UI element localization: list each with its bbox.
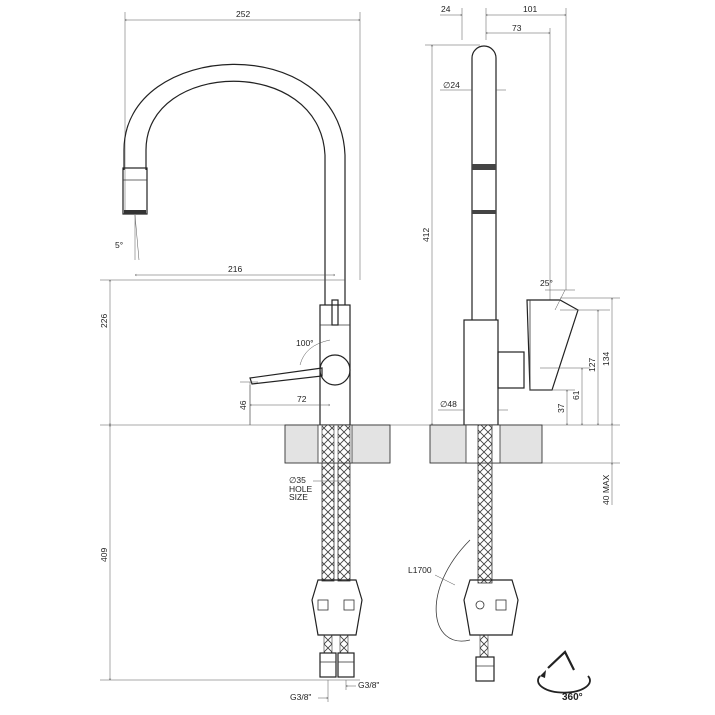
- dim-width-252: 252: [236, 9, 250, 19]
- side-spout: [471, 45, 497, 320]
- dim-134: 134: [601, 352, 611, 366]
- faucet-body: [319, 304, 351, 426]
- side-body: [463, 319, 499, 426]
- dim-below-409: 409: [99, 548, 109, 562]
- dim-lever-72: 72: [297, 394, 307, 404]
- braided-hose-right: [337, 462, 351, 582]
- conn-right-label: G3/8": [358, 680, 379, 690]
- dim-body-dia: ∅48: [440, 399, 457, 409]
- dim-depth-101: 101: [523, 4, 537, 14]
- lever-handle: [249, 367, 323, 385]
- spray-head: [122, 167, 148, 215]
- front-view: 252 5° 216 100° 72 46: [99, 9, 620, 702]
- dim-61: 61: [571, 390, 581, 400]
- dim-reach-216: 216: [228, 264, 242, 274]
- dim-lever-height-46: 46: [238, 400, 248, 410]
- mixer-block-front: [311, 579, 363, 636]
- side-view: 24 101 73 ∅24 412 25° 134 127: [408, 4, 620, 703]
- hole-label-2: SIZE: [289, 492, 308, 502]
- dim-angle-25: 25°: [540, 278, 553, 288]
- connector-right: [337, 652, 355, 678]
- dim-angle-100: 100°: [296, 338, 314, 348]
- conn-left-label: G3/8": [290, 692, 311, 702]
- mixer-block-side: [463, 579, 519, 636]
- dim-hose-l1700: L1700: [408, 565, 432, 575]
- dim-40-max: 40 MAX: [601, 474, 611, 505]
- rotation-icon: [537, 650, 591, 694]
- braided-hose-left: [321, 462, 335, 582]
- dim-height-412: 412: [421, 228, 431, 242]
- side-lever: [526, 299, 579, 391]
- spout-outer: [123, 63, 346, 305]
- hole-diameter: ∅35: [289, 475, 306, 485]
- connector-left: [319, 652, 337, 678]
- side-connector: [475, 656, 495, 682]
- dim-127: 127: [587, 358, 597, 372]
- rotation-label: 360°: [562, 692, 583, 703]
- dim-spout-dia: ∅24: [443, 80, 460, 90]
- hole-label-1: HOLE: [289, 484, 312, 494]
- dim-depth-73: 73: [512, 23, 522, 33]
- dim-37: 37: [556, 403, 566, 413]
- lever-hub: [319, 354, 351, 386]
- pullout-hose: [435, 539, 471, 642]
- dim-offset-24: 24: [441, 4, 451, 14]
- dim-angle-5: 5°: [115, 240, 123, 250]
- spout-inner: [145, 80, 326, 305]
- dim-height-226: 226: [99, 314, 109, 328]
- side-hose: [477, 424, 493, 584]
